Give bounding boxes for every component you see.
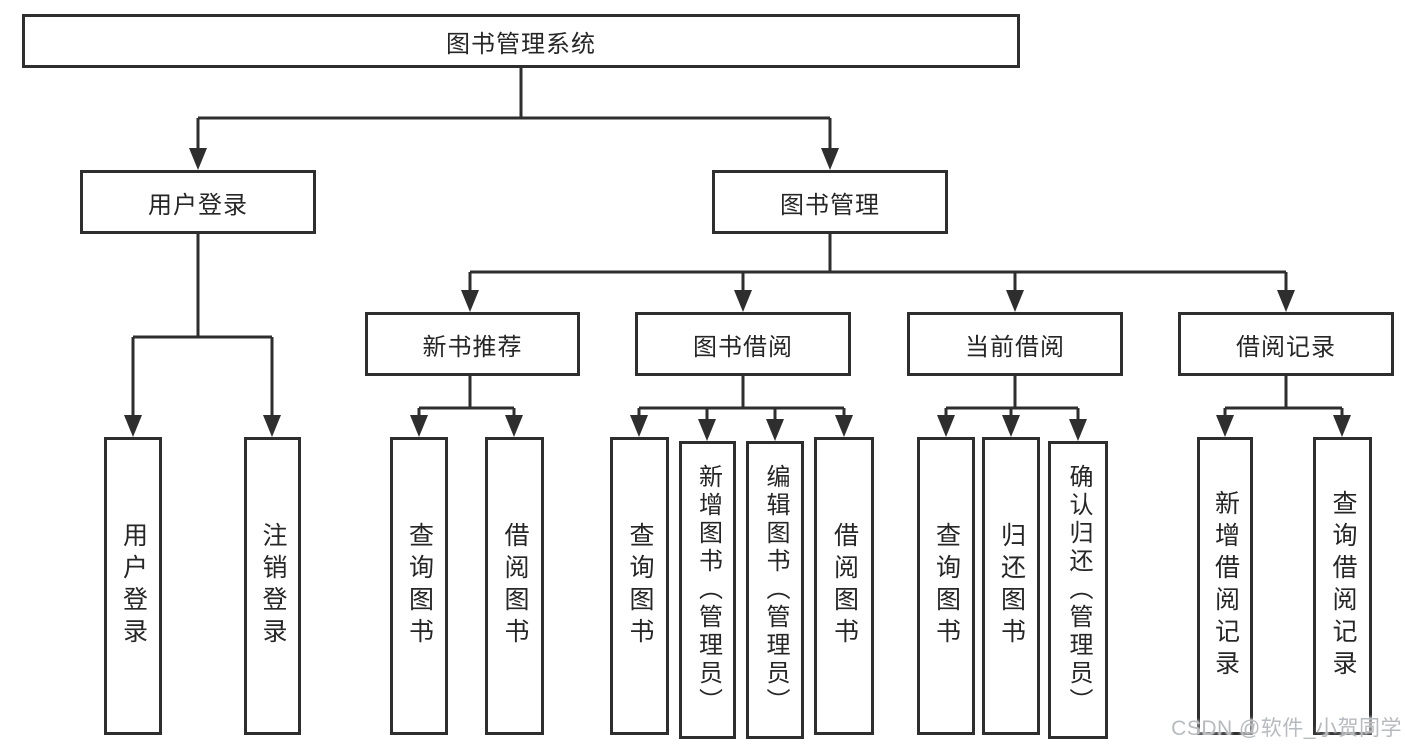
connector-book-mgmt bbox=[468, 234, 1288, 294]
leaf-label: 借阅图书 bbox=[501, 522, 529, 650]
leaf-confirm-return-admin: 确认归还（管理员） bbox=[1048, 441, 1108, 739]
leaf-logout: 注销登录 bbox=[244, 437, 301, 735]
leaf-borrow-book: 借阅图书 bbox=[814, 437, 874, 735]
leaf-user-login: 用户登录 bbox=[104, 437, 162, 735]
leaf-query-book-current: 查询图书 bbox=[917, 437, 975, 735]
leaf-label: 用户登录 bbox=[119, 522, 148, 650]
node-borrow-record: 借阅记录 bbox=[1178, 312, 1394, 376]
connector-new-book bbox=[417, 376, 516, 419]
leaf-label: 新增借阅记录 bbox=[1211, 490, 1240, 682]
arrowhead-icon bbox=[734, 290, 752, 312]
arrowhead-icon bbox=[1333, 415, 1351, 437]
connector-current-borrow bbox=[944, 376, 1080, 423]
arrowhead-icon bbox=[766, 419, 784, 441]
arrowhead-icon bbox=[937, 415, 955, 437]
leaf-label: 确认归还（管理员） bbox=[1065, 464, 1092, 716]
arrowhead-icon bbox=[461, 290, 479, 312]
connector-user-login bbox=[131, 234, 274, 419]
leaf-label: 归还图书 bbox=[997, 522, 1026, 650]
node-book-management: 图书管理 bbox=[712, 170, 948, 234]
leaf-label: 查询图书 bbox=[405, 522, 434, 650]
leaf-query-book-recommend: 查询图书 bbox=[390, 437, 448, 735]
leaf-label: 注销登录 bbox=[259, 522, 287, 650]
leaf-add-book-admin: 新增图书（管理员） bbox=[679, 441, 736, 739]
node-book-borrow: 图书借阅 bbox=[635, 312, 851, 376]
node-current-borrow: 当前借阅 bbox=[907, 312, 1123, 376]
arrowhead-icon bbox=[1216, 415, 1234, 437]
csdn-watermark: CSDN @软件_小贺同学 bbox=[1171, 717, 1402, 740]
leaf-edit-book-admin: 编辑图书（管理员） bbox=[746, 441, 804, 739]
node-new-book-recommend: 新书推荐 bbox=[365, 312, 580, 376]
node-root: 图书管理系统 bbox=[22, 14, 1020, 68]
arrowhead-icon bbox=[505, 415, 523, 437]
leaf-borrow-book-recommend: 借阅图书 bbox=[485, 437, 544, 735]
leaf-query-borrow-record: 查询借阅记录 bbox=[1313, 437, 1372, 735]
leaf-return-book: 归还图书 bbox=[982, 437, 1040, 735]
connector-root bbox=[196, 68, 832, 152]
leaf-label: 借阅图书 bbox=[830, 522, 859, 650]
leaf-add-borrow-record: 新增借阅记录 bbox=[1197, 437, 1253, 735]
node-user-login: 用户登录 bbox=[80, 170, 316, 234]
connector-book-borrow bbox=[637, 376, 846, 423]
leaf-label: 查询图书 bbox=[932, 522, 961, 650]
arrowhead-icon bbox=[1277, 290, 1295, 312]
arrowhead-icon bbox=[821, 148, 839, 170]
arrowhead-icon bbox=[1002, 415, 1020, 437]
arrowhead-icon bbox=[1006, 290, 1024, 312]
arrowhead-icon bbox=[835, 415, 853, 437]
arrowhead-icon bbox=[263, 415, 281, 437]
arrowheads bbox=[124, 148, 1351, 441]
arrowhead-icon bbox=[1069, 419, 1087, 441]
leaf-label: 编辑图书（管理员） bbox=[762, 464, 789, 716]
leaf-label: 查询图书 bbox=[626, 522, 654, 650]
arrowhead-icon bbox=[630, 415, 648, 437]
arrowhead-icon bbox=[410, 415, 428, 437]
leaf-label: 查询借阅记录 bbox=[1329, 490, 1357, 682]
connector-borrow-record bbox=[1223, 376, 1344, 419]
leaf-query-book-borrow: 查询图书 bbox=[610, 437, 669, 735]
leaf-label: 新增图书（管理员） bbox=[694, 464, 722, 716]
arrowhead-icon bbox=[698, 419, 716, 441]
arrowhead-icon bbox=[189, 148, 207, 170]
arrowhead-icon bbox=[124, 415, 142, 437]
